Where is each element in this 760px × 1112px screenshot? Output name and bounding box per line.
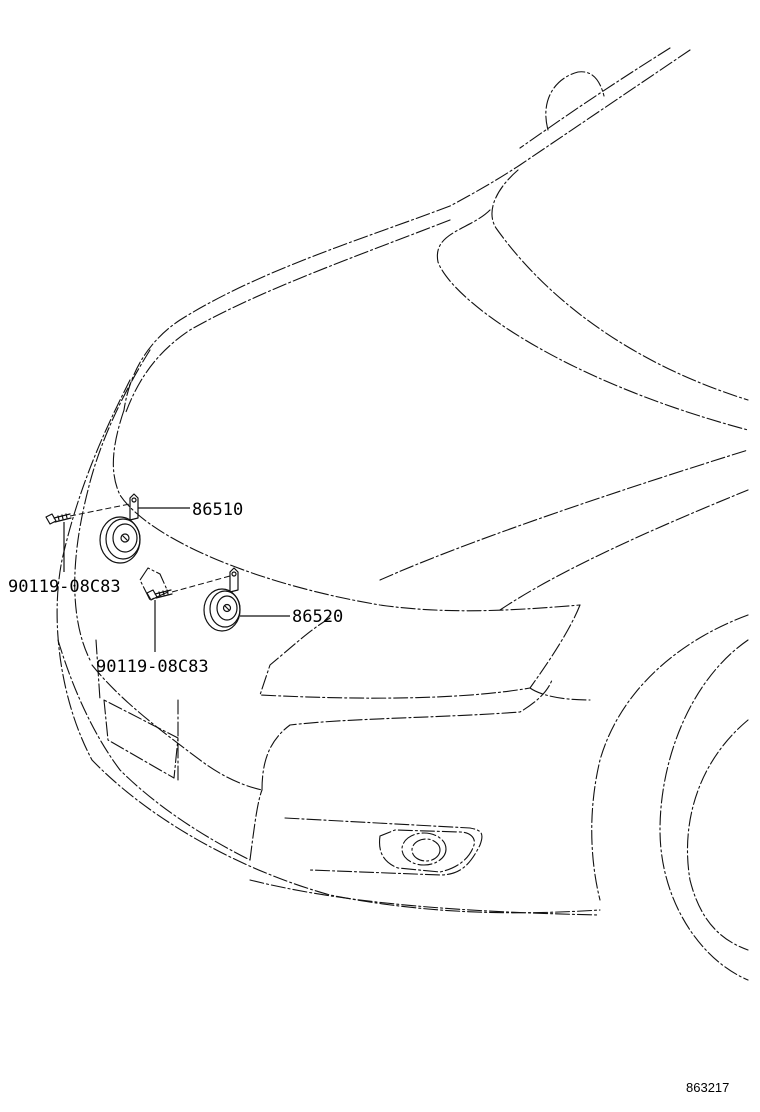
bolt-center [146, 589, 173, 601]
side-mirror-outline [545, 71, 605, 131]
lower-grille-outline [57, 639, 251, 861]
vehicle-outline [56, 47, 749, 981]
bumper-corner-outline [261, 679, 553, 791]
callout-bolt-left: 90119-08C83 [8, 577, 121, 597]
bracket-left-outline [139, 567, 169, 601]
horn-low-86520 [203, 567, 241, 632]
fog-lamp-outline [378, 829, 475, 873]
leader-lines [63, 503, 290, 652]
callout-86520: 86520 [292, 607, 343, 627]
callout-bolt-center: 90119-08C83 [96, 657, 209, 677]
license-plate-outline [103, 699, 179, 779]
fender-outline [591, 614, 749, 901]
a-pillar-outline [449, 49, 691, 207]
callout-86510: 86510 [192, 500, 243, 520]
windshield-base-outline [491, 169, 749, 401]
front-bumper-outline [56, 379, 601, 914]
hood-outline [123, 205, 451, 411]
wheel-arch-outline [659, 639, 749, 981]
horn-brackets [139, 567, 169, 601]
horn-high-86510 [99, 493, 141, 564]
bolt-left [45, 513, 72, 525]
illustration-number: 863217 [686, 1080, 729, 1095]
headlamp-outline [259, 604, 581, 699]
hood-front-edge [112, 409, 581, 612]
